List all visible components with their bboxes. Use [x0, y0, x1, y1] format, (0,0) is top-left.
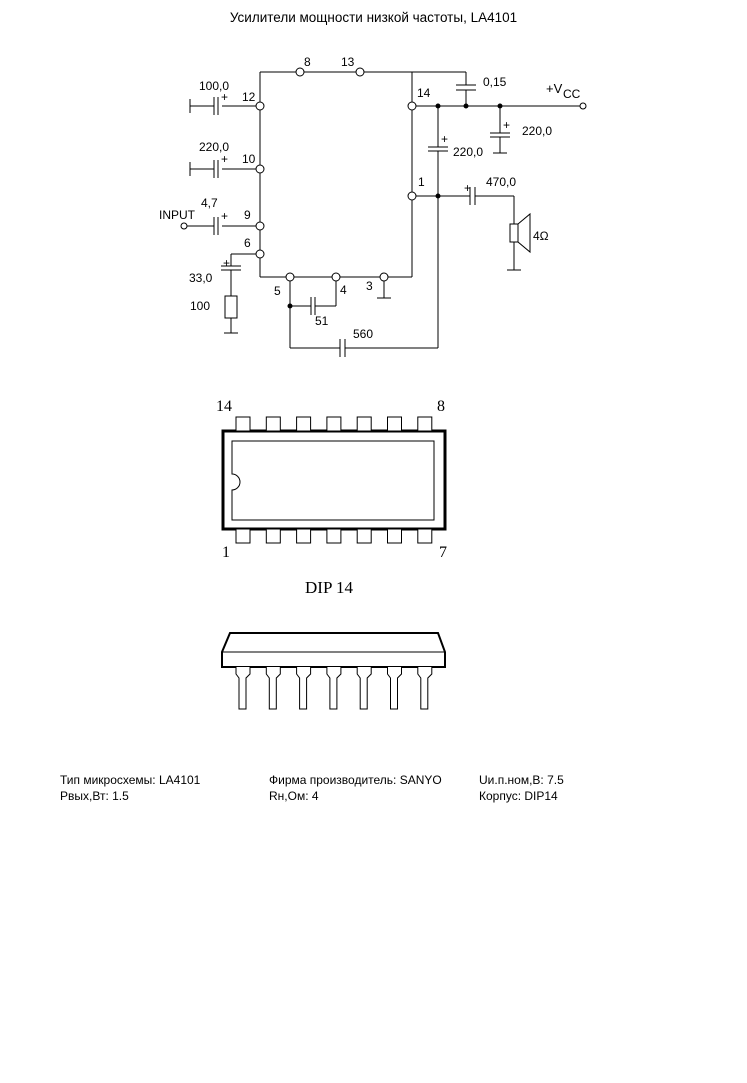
spec-case: Корпус: DIP14 [479, 789, 558, 803]
cap-100-label: 100,0 [199, 79, 229, 93]
junction-dot [463, 103, 469, 109]
cap-470-label: 470,0 [486, 175, 516, 189]
package-side-lead [417, 667, 433, 710]
pin-6-terminal [255, 249, 265, 259]
pin-14-label: 14 [417, 86, 431, 100]
package-inner-outline [231, 440, 435, 521]
schematic [180, 67, 587, 357]
spec-voltage: Uи.п.ном,В: 7.5 [479, 773, 564, 787]
pin-10-terminal [255, 164, 265, 174]
cap-220-pin10-plus: + [221, 152, 228, 166]
bottom-pin-row [235, 528, 433, 544]
dip14-top-view: 14 8 1 7 DIP 14 [216, 398, 447, 597]
input-label: INPUT [159, 208, 196, 222]
pin-8-label: 8 [304, 55, 311, 69]
package-top-pin [387, 416, 402, 432]
speaker-label: 4Ω [533, 229, 549, 243]
cap-0-15-label: 0,15 [483, 75, 507, 89]
speaker-cone [517, 212, 531, 254]
cap-4-7-label: 4,7 [201, 196, 218, 210]
pin-12-terminal [255, 101, 265, 111]
pin-9-terminal [255, 221, 265, 231]
package-bottom-pin [235, 528, 251, 544]
package-pin-8-label: 8 [437, 398, 445, 415]
package-bottom-pin [265, 528, 281, 544]
cap-100-plus: + [221, 90, 228, 104]
package-side-lead [387, 667, 402, 710]
junction-dot [435, 103, 441, 109]
pin-1-terminal [407, 191, 417, 201]
package-name: DIP 14 [305, 578, 354, 597]
package-top-pin [356, 416, 372, 432]
package-side-lead [356, 667, 372, 710]
pin-6-label: 6 [244, 236, 251, 250]
top-pin-row [235, 416, 433, 432]
pin-4-terminal [331, 272, 341, 282]
pin-3-terminal [379, 272, 389, 282]
cap-51-label: 51 [315, 314, 329, 328]
package-bottom-pin [296, 528, 312, 544]
package-pin-1-label: 1 [222, 544, 230, 561]
package-side-lead [235, 667, 251, 710]
package-side-lead [265, 667, 281, 710]
cap-560-label: 560 [353, 327, 373, 341]
cap-33-plus: + [223, 256, 230, 270]
pin-12-label: 12 [242, 90, 256, 104]
spec-power: Рвых,Вт: 1.5 [60, 789, 129, 803]
spec-chip-type: Тип микросхемы: LA4101 [60, 773, 201, 787]
package-pin-7-label: 7 [439, 544, 447, 561]
input-terminal [180, 222, 188, 230]
speaker-coil [509, 223, 519, 243]
package-bottom-pin [387, 528, 402, 544]
cap-4-7-plus: + [221, 209, 228, 223]
dip14-side-view [221, 632, 446, 710]
package-bottom-pin [356, 528, 372, 544]
cap-220-pin10-label: 220,0 [199, 140, 229, 154]
cap-220-pin14-plus: + [441, 132, 448, 146]
package-top-pin [265, 416, 281, 432]
cap-220-vcc-label: 220,0 [522, 124, 552, 138]
spec-load: Rн,Ом: 4 [269, 789, 319, 803]
cap-470-plus: + [464, 181, 471, 195]
resistor-100 [224, 295, 238, 319]
package-side-lead [296, 667, 312, 710]
schematic-labels: 8 13 12 14 10 1 9 6 5 4 3 100,0 + 220,0 … [159, 55, 581, 341]
pin-4-label: 4 [340, 283, 347, 297]
pin-13-label: 13 [341, 55, 355, 69]
package-bottom-pin [326, 528, 342, 544]
package-outline [221, 429, 447, 531]
resistor-100-label: 100 [190, 299, 210, 313]
package-top-pin [326, 416, 342, 432]
cap-220-pin14-label: 220,0 [453, 145, 483, 159]
package-bottom-pin [417, 528, 433, 544]
cap-220-vcc-plus: + [503, 118, 510, 132]
vcc-subscript: CC [563, 87, 581, 101]
package-side-body [221, 632, 446, 668]
page-title: Усилители мощности низкой частоты, LA410… [229, 10, 518, 25]
pin-5-label: 5 [274, 284, 281, 298]
pin-3-label: 3 [366, 279, 373, 293]
vcc-label: +V [546, 81, 563, 96]
pin-10-label: 10 [242, 152, 256, 166]
package-top-pin [417, 416, 433, 432]
pin-14-terminal [407, 101, 417, 111]
side-lead-row [235, 667, 433, 710]
package-pin-14-label: 14 [216, 398, 232, 415]
pin-5-terminal [285, 272, 295, 282]
package-top-pin [235, 416, 251, 432]
pin-13-terminal [355, 67, 365, 77]
package-side-lead [326, 667, 342, 710]
package-top-pin [296, 416, 312, 432]
vcc-terminal [579, 102, 587, 110]
cap-33-label: 33,0 [189, 271, 213, 285]
pin-1-label: 1 [418, 175, 425, 189]
spec-manufacturer: Фирма производитель: SANYO [269, 773, 442, 787]
pin-8-terminal [295, 67, 305, 77]
pin-9-label: 9 [244, 208, 251, 222]
